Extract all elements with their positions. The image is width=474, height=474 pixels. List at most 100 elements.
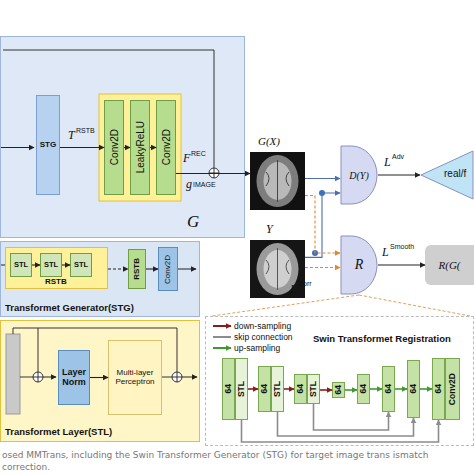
node-text: STL bbox=[14, 261, 28, 269]
output-box: R(G( bbox=[425, 245, 474, 285]
brain-image bbox=[250, 152, 305, 210]
brain-image bbox=[266, 248, 289, 290]
stl-block: STL bbox=[70, 253, 92, 277]
rstb-block: RSTB bbox=[128, 249, 146, 289]
node-text: Multi-layer Perceptron bbox=[109, 369, 161, 387]
legend-text: skip connection bbox=[234, 332, 293, 342]
zoom-line bbox=[212, 295, 470, 316]
node-text: R bbox=[355, 257, 364, 272]
connector bbox=[108, 268, 128, 269]
node-text: 64 bbox=[359, 384, 368, 393]
sum-symbol bbox=[33, 372, 43, 382]
feature-column: 64 bbox=[357, 374, 370, 404]
node-text: 64 bbox=[384, 384, 393, 393]
feature-column: 64 bbox=[332, 382, 345, 398]
node-text: 64 bbox=[334, 385, 343, 394]
math-index: Smooth bbox=[390, 243, 414, 251]
connector bbox=[248, 388, 258, 390]
output-triangle: real/f bbox=[420, 150, 474, 200]
connector bbox=[305, 267, 340, 268]
sum-symbol bbox=[209, 168, 219, 178]
image-frame: G(X) bbox=[250, 152, 305, 210]
legend-sample bbox=[213, 325, 231, 327]
connector bbox=[370, 388, 382, 390]
legend-sample bbox=[213, 347, 231, 349]
node-text: STL bbox=[273, 381, 282, 397]
connector bbox=[150, 147, 156, 148]
node-text: STL bbox=[44, 261, 58, 269]
node-text: Y bbox=[266, 223, 273, 236]
math-index: RSTB bbox=[76, 127, 95, 135]
stl-column: STL bbox=[307, 374, 320, 404]
feature-column: 64 bbox=[258, 366, 271, 412]
node-text: Conv2D bbox=[448, 373, 457, 405]
panel-fill bbox=[0, 320, 200, 442]
connector bbox=[146, 268, 158, 269]
registration-shape: R bbox=[340, 235, 378, 295]
stl-panel: Transformet Layer(STL) Layer Norm Multi-la… bbox=[0, 320, 200, 442]
brain-image bbox=[266, 160, 289, 202]
node-text: Transformet Layer(STL) bbox=[5, 427, 112, 437]
conv-block: Conv2D bbox=[104, 100, 124, 195]
node-text: D(Y) bbox=[349, 170, 368, 181]
stl-column: STL bbox=[235, 358, 248, 420]
stl-block: STL bbox=[40, 253, 62, 277]
wire bbox=[162, 377, 172, 378]
math-symbol: L bbox=[382, 246, 389, 259]
node-text: Conv2D bbox=[161, 129, 172, 165]
sum-symbol bbox=[209, 168, 219, 178]
node-text: R(G( bbox=[439, 259, 461, 271]
connector bbox=[242, 420, 439, 442]
connector bbox=[378, 264, 425, 265]
node-text: RSTB bbox=[133, 258, 142, 280]
connector bbox=[124, 147, 130, 148]
node-text: 64 bbox=[296, 384, 305, 393]
feature-column: 64 bbox=[432, 358, 445, 420]
figure-caption: osed MMTrans, including the Swin Transfo… bbox=[2, 449, 442, 473]
connector bbox=[90, 377, 108, 378]
math-index: REC bbox=[191, 150, 206, 158]
connector bbox=[60, 147, 104, 148]
node-text: STL bbox=[74, 261, 88, 269]
node-text: 64 bbox=[409, 384, 418, 393]
node-text: 64 bbox=[434, 384, 443, 393]
stg-block: STG bbox=[36, 95, 60, 195]
math-index: Adv bbox=[392, 153, 404, 161]
stg-panel: Transformet Generator(STG)RSTBSTLSTLSTLR… bbox=[0, 241, 200, 317]
math-symbol: F bbox=[183, 152, 190, 165]
connector bbox=[320, 389, 332, 391]
connector bbox=[278, 412, 414, 436]
stl-column: STL bbox=[271, 366, 284, 412]
math-symbol: L bbox=[290, 283, 297, 296]
output-arrow bbox=[182, 377, 197, 378]
legend-text: up-sampling bbox=[234, 343, 280, 353]
wire bbox=[43, 377, 56, 378]
junction-dot bbox=[319, 190, 325, 196]
connector bbox=[378, 174, 420, 175]
math-symbol: L bbox=[384, 156, 391, 169]
sum-symbol bbox=[172, 372, 182, 382]
conv-column: Conv2D bbox=[445, 358, 460, 420]
legend-text: down-sampling bbox=[234, 321, 291, 331]
node-text: Swin Transformet Registration bbox=[313, 334, 451, 344]
mlp-block: Multi-layer Perceptron bbox=[108, 340, 162, 415]
node-text: RSTB bbox=[45, 278, 67, 287]
connector bbox=[305, 196, 340, 254]
panel-fill bbox=[0, 36, 245, 238]
junction-dot bbox=[312, 250, 318, 256]
conv-block: Conv2D bbox=[158, 247, 178, 291]
discriminator-shape: D(Y) bbox=[340, 145, 378, 205]
node-text: Conv2D bbox=[109, 129, 120, 165]
shape-outline bbox=[421, 151, 473, 199]
yellow-block bbox=[99, 94, 181, 201]
feature-column: 64 bbox=[407, 360, 420, 418]
output-arrow bbox=[178, 269, 196, 270]
generator-panel: GSTGConv2DLeakyReLUConv2D bbox=[0, 36, 245, 238]
connector bbox=[32, 264, 40, 265]
node-text: Layer Norm bbox=[59, 368, 89, 388]
sum-symbol bbox=[33, 372, 43, 382]
shape-outline bbox=[341, 146, 377, 204]
connector bbox=[62, 264, 70, 265]
math-index: Corr bbox=[298, 280, 312, 288]
connector bbox=[395, 388, 407, 390]
